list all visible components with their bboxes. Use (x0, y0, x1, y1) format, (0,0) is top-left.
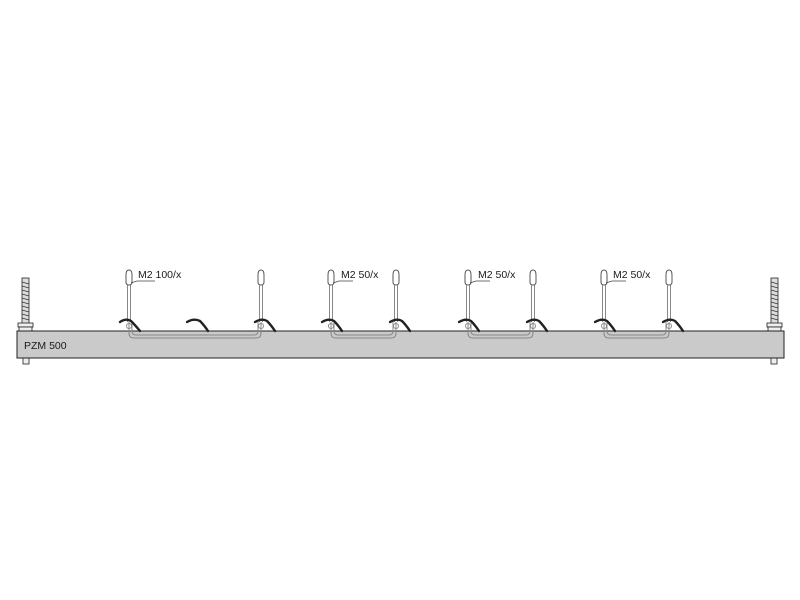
bracket-3 (464, 269, 537, 339)
beam-label: PZM 500 (24, 340, 67, 352)
bracket-1 (125, 269, 265, 339)
bracket-4 (600, 269, 673, 339)
bracket-2 (327, 269, 400, 339)
hook-clips-bracket-2 (320, 318, 412, 333)
bracket-3-label: M2 50/x (478, 269, 516, 281)
hook-clips-bracket-3 (457, 318, 549, 333)
bracket-1-label: M2 100/x (138, 269, 182, 281)
hook-clips-bracket-4 (593, 318, 685, 333)
bracket-2-label: M2 50/x (341, 269, 379, 281)
hook-clips-bracket-1 (118, 318, 277, 333)
threaded-rod-left (17, 277, 34, 365)
bracket-4-label: M2 50/x (613, 269, 651, 281)
